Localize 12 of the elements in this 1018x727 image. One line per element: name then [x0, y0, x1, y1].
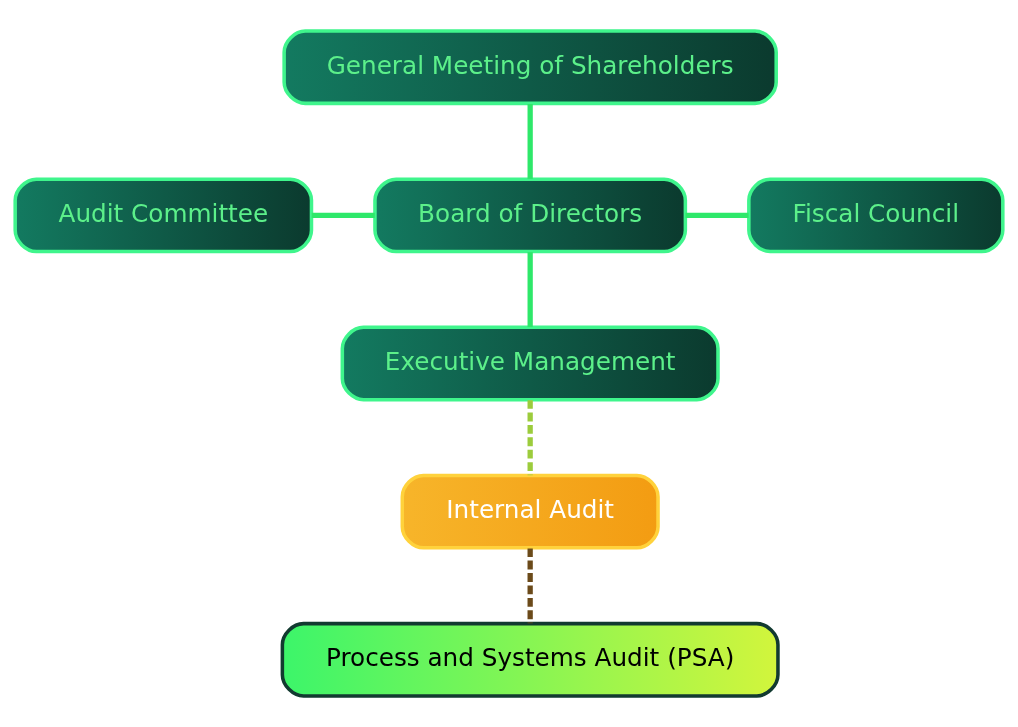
node-box: General Meeting of Shareholders — [282, 29, 778, 106]
node-box: Board of Directors — [373, 177, 688, 254]
connector — [685, 212, 749, 218]
node-box: Process and Systems Audit (PSA) — [280, 621, 780, 698]
connector — [527, 104, 533, 179]
node-box: Internal Audit — [400, 473, 660, 550]
connector — [527, 252, 533, 328]
connector — [311, 212, 375, 218]
node-box: Audit Committee — [13, 177, 314, 254]
connector — [527, 400, 533, 476]
node-box: Fiscal Council — [747, 177, 1005, 254]
node-box: Executive Management — [340, 325, 720, 402]
